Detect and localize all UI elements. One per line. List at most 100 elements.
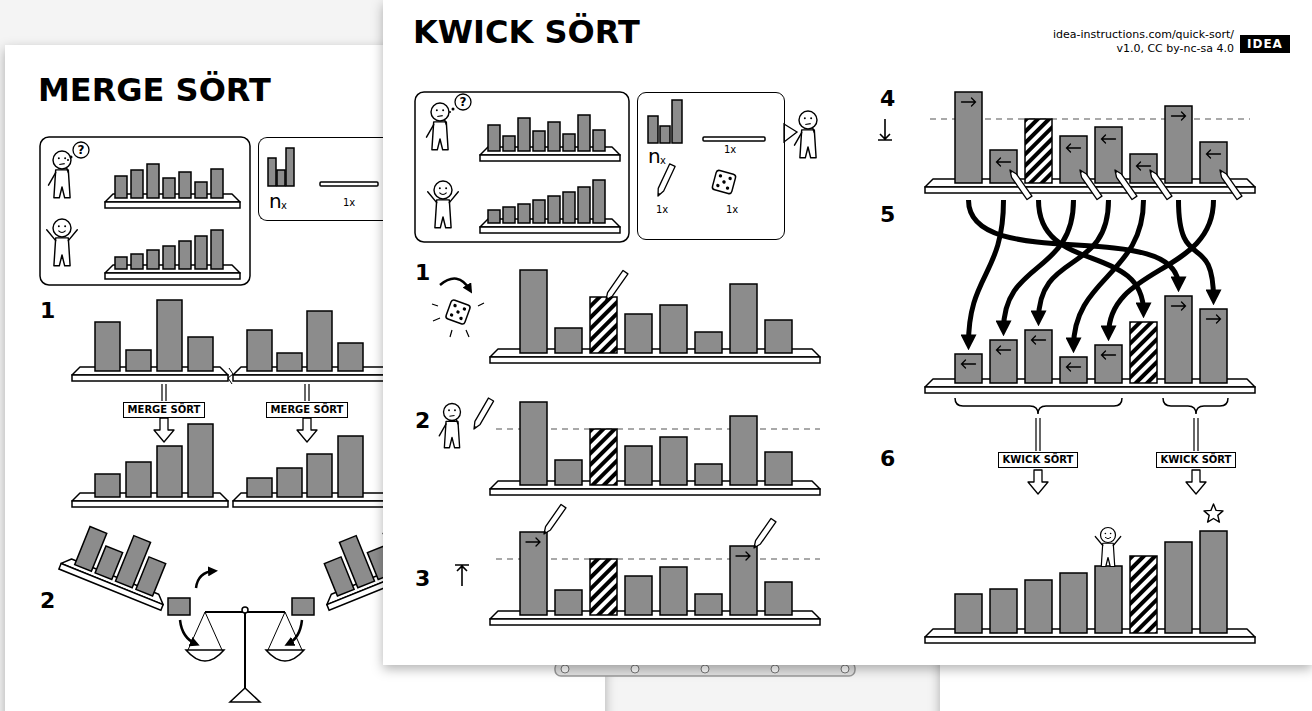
figure-eye xyxy=(64,157,66,159)
figure-eye xyxy=(810,117,812,119)
bar xyxy=(695,464,722,485)
die-pip xyxy=(459,316,463,320)
figure-body xyxy=(54,170,70,198)
box-label: MERGE SÖRT xyxy=(271,405,344,415)
pencil xyxy=(604,270,628,301)
step-number: 5 xyxy=(880,204,895,226)
hinge-hole xyxy=(561,665,569,673)
pivot-bar xyxy=(1130,556,1157,633)
merge-sort-box: MERGE SÖRT xyxy=(266,402,349,418)
direction-mark xyxy=(1067,363,1081,371)
shelf-edge xyxy=(233,501,393,507)
bar xyxy=(955,92,982,183)
direction-mark xyxy=(962,360,976,368)
direction-mark xyxy=(1207,150,1221,158)
bar xyxy=(115,176,127,198)
step-number: 6 xyxy=(880,448,895,470)
logo-text: IDEA xyxy=(1247,38,1283,50)
die-pip xyxy=(449,313,453,317)
bar xyxy=(578,115,590,151)
pencil-tip xyxy=(1114,169,1118,173)
move-arrow xyxy=(1179,200,1214,299)
bar xyxy=(955,594,982,633)
supply-count: n xyxy=(648,146,661,166)
figure-body xyxy=(435,200,451,228)
bar xyxy=(179,241,191,269)
bar xyxy=(765,582,792,615)
pivot-bar xyxy=(1025,119,1052,183)
turn-arrow xyxy=(196,571,214,588)
step-number: 2 xyxy=(40,590,55,612)
item-block xyxy=(292,598,314,615)
move-arrow xyxy=(969,200,1179,286)
figure-eye xyxy=(64,225,66,227)
pencil-tip xyxy=(1079,169,1083,173)
bar xyxy=(95,474,120,497)
direction-mark xyxy=(736,552,750,560)
direction-mark xyxy=(1172,112,1186,120)
bar xyxy=(518,204,530,223)
bar xyxy=(307,454,332,497)
direction-mark xyxy=(997,158,1011,166)
shelf-edge xyxy=(925,387,1255,393)
bar xyxy=(563,134,575,151)
bar xyxy=(695,332,722,353)
bar xyxy=(1095,345,1122,383)
pencil xyxy=(542,504,566,535)
figure-mouth xyxy=(58,231,65,233)
pencil-body xyxy=(655,164,675,197)
pencil-body xyxy=(604,270,628,301)
motion-lines xyxy=(432,303,484,337)
die-pip xyxy=(728,176,732,180)
supply-count: 1x xyxy=(343,198,355,208)
die-pip xyxy=(716,183,720,187)
move-arrow xyxy=(1039,200,1144,312)
merge-sort-box: MERGE SÖRT xyxy=(123,402,206,418)
hollow-arrow xyxy=(154,418,174,442)
die xyxy=(712,170,736,194)
down-arrow xyxy=(878,119,892,140)
page-title: KWICK SÖRT xyxy=(413,16,640,48)
figure-eye xyxy=(1110,533,1112,535)
pencil-tip xyxy=(1219,169,1223,173)
pencil-body xyxy=(542,504,566,535)
figure-eye xyxy=(58,225,60,227)
bar xyxy=(157,300,182,371)
up-arrow xyxy=(455,565,469,586)
figure-body xyxy=(432,122,448,150)
hinge-hole xyxy=(631,665,639,673)
figure-mouth xyxy=(437,115,442,117)
figure-mouth xyxy=(1105,537,1111,539)
die-pip xyxy=(718,174,722,178)
break-mark xyxy=(228,368,233,384)
shelf-edge xyxy=(490,357,820,363)
shelf-edge xyxy=(490,489,820,495)
pencil-tip xyxy=(1009,169,1013,173)
figure-body xyxy=(54,238,70,266)
supply-count: 1x xyxy=(726,205,738,215)
bar xyxy=(1025,580,1052,633)
pencil-tip xyxy=(473,426,477,430)
bar xyxy=(195,182,207,198)
bar xyxy=(1165,106,1192,183)
pivot-bar xyxy=(590,297,617,353)
figure-eye xyxy=(442,109,444,111)
page-title: MERGE SÖRT xyxy=(38,74,271,106)
pencil xyxy=(752,518,776,549)
bar xyxy=(648,116,658,143)
bar xyxy=(247,478,272,497)
stick-figure xyxy=(439,404,460,448)
bar xyxy=(268,158,276,186)
bar xyxy=(563,192,575,223)
shelf-edge xyxy=(105,273,240,279)
supply-count: 1x xyxy=(724,145,736,155)
figure-mouth xyxy=(449,415,454,417)
direction-mark xyxy=(1032,336,1046,344)
kwick-sort-box: KWICK SÖRT xyxy=(998,452,1079,468)
bar xyxy=(338,343,363,371)
pivot-bar xyxy=(1130,322,1157,383)
bar xyxy=(126,462,151,497)
version-note: v1.0, CC by-nc-sa 4.0 xyxy=(1116,43,1234,54)
bar xyxy=(1165,296,1192,383)
